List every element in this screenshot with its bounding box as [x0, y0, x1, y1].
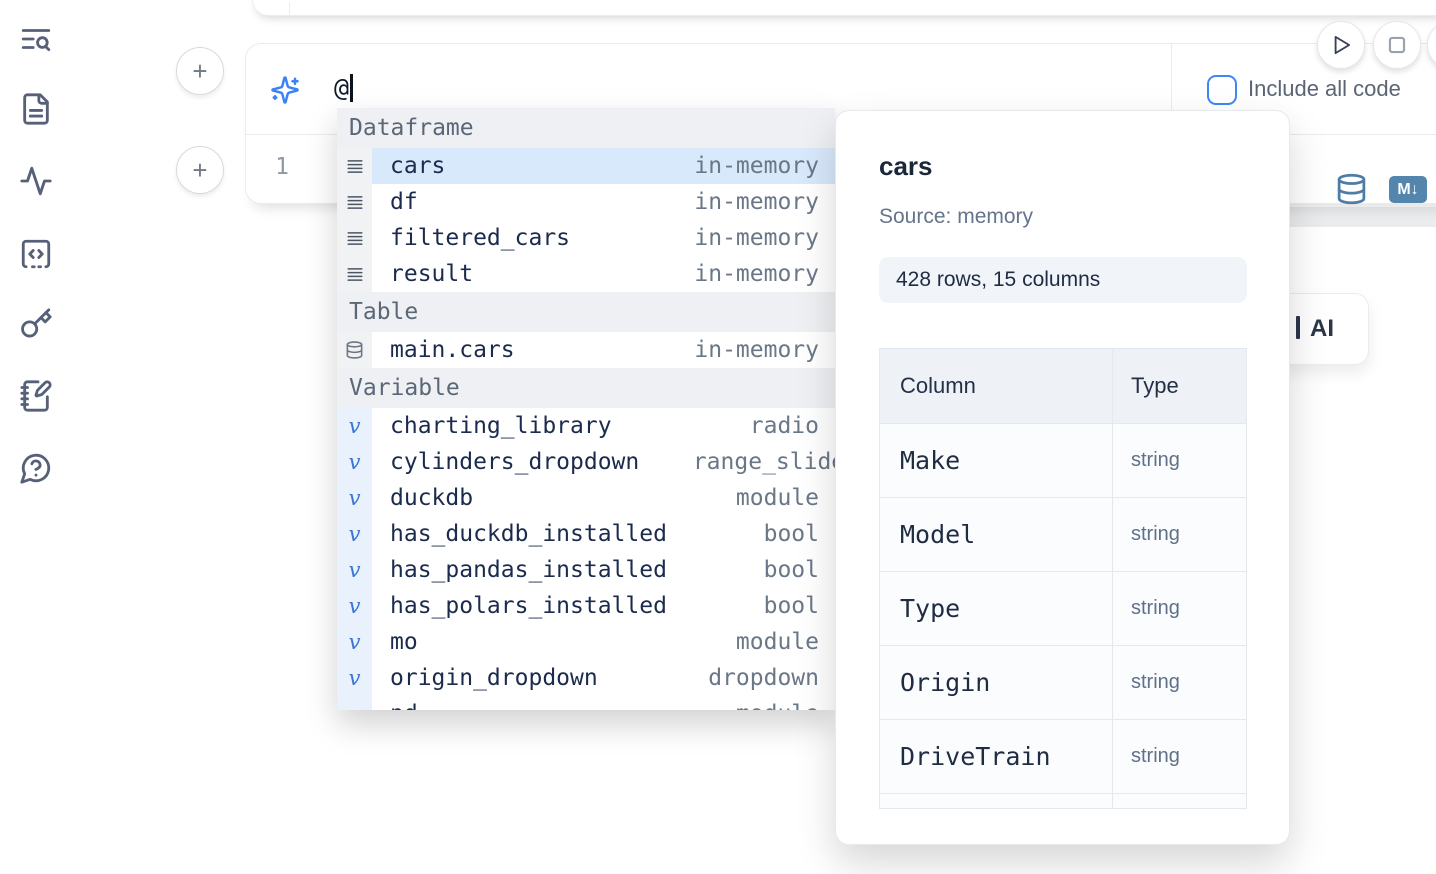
item-type: in-memory [694, 153, 819, 179]
autocomplete-item-cylinders_dropdown[interactable]: v cylinders_dropdown range_slider [337, 444, 835, 480]
variable-icon: v [337, 696, 372, 710]
preview-table-row-partial [880, 793, 1246, 808]
activity-icon[interactable] [19, 164, 53, 198]
variable-icon: v [337, 624, 372, 660]
rows-icon [337, 184, 372, 220]
line-number: 1 [275, 154, 289, 180]
item-type: in-memory [694, 261, 819, 287]
text-cursor [350, 74, 353, 102]
file-text-icon[interactable] [19, 92, 53, 126]
item-name: has_polars_installed [390, 593, 667, 619]
autocomplete-item-df[interactable]: df in-memory [337, 184, 835, 220]
item-type: range_slider [692, 449, 835, 475]
item-type: bool [763, 593, 819, 619]
rows-icon [337, 256, 372, 292]
include-all-code-checkbox[interactable] [1207, 75, 1237, 105]
item-type: in-memory [694, 189, 819, 215]
ai-prompt-input[interactable]: @ [334, 44, 353, 134]
autocomplete-item-charting_library[interactable]: v charting_library radio [337, 408, 835, 444]
database-small-icon [337, 332, 372, 368]
item-name: duckdb [390, 485, 474, 511]
variable-icon: v [337, 588, 372, 624]
autocomplete-item-has_polars_installed[interactable]: v has_polars_installed bool [337, 588, 835, 624]
item-name: has_pandas_installed [390, 557, 667, 583]
autocomplete-item-filtered_cars[interactable]: filtered_cars in-memory [337, 220, 835, 256]
ai-button-label: AI [1310, 315, 1334, 342]
add-cell-button-bottom[interactable]: + [176, 146, 224, 194]
sparkles-icon [270, 75, 300, 105]
autocomplete-section-header: Table [337, 292, 835, 332]
item-name: result [390, 261, 474, 287]
rows-icon [337, 148, 372, 184]
item-name: main.cars [390, 337, 515, 363]
markdown-icon[interactable]: M↓ [1389, 176, 1427, 203]
autocomplete-item-has_pandas_installed[interactable]: v has_pandas_installed bool [337, 552, 835, 588]
item-name: cylinders_dropdown [390, 449, 640, 475]
autocomplete-item-has_duckdb_installed[interactable]: v has_duckdb_installed bool [337, 516, 835, 552]
key-icon[interactable] [19, 307, 53, 341]
item-type: bool [763, 557, 819, 583]
item-type: radio [749, 413, 819, 439]
variable-icon: v [337, 660, 372, 696]
notebook-pen-icon[interactable] [19, 379, 53, 413]
autocomplete-section-header: Dataframe [337, 108, 835, 148]
item-name: df [390, 189, 418, 215]
stop-button[interactable] [1373, 21, 1421, 69]
autocomplete-item-pd[interactable]: vpd module [337, 696, 835, 710]
variable-icon: v [337, 444, 372, 480]
autocomplete-item-result[interactable]: result in-memory [337, 256, 835, 292]
variable-icon: v [337, 552, 372, 588]
item-type: in-memory [694, 225, 819, 251]
item-type: in-memory [694, 337, 819, 363]
previous-cell-edge [252, 0, 1436, 16]
text-search-icon[interactable] [19, 22, 53, 56]
clipped-letter [1296, 316, 1300, 339]
add-cell-button-top[interactable]: + [176, 47, 224, 95]
item-type: module [735, 485, 819, 511]
item-type: bool [763, 521, 819, 547]
item-type: module [735, 629, 819, 655]
include-all-code-section: Include all code [1171, 44, 1436, 134]
preview-table-header: Column Type [880, 349, 1246, 423]
item-type: module [736, 696, 835, 710]
item-name: pd [372, 696, 418, 710]
column-header: Column [880, 349, 1113, 423]
variable-icon: v [337, 516, 372, 552]
item-type: dropdown [708, 665, 819, 691]
autocomplete-item-main.cars[interactable]: main.cars in-memory [337, 332, 835, 368]
rows-icon [337, 220, 372, 256]
item-name: mo [390, 629, 418, 655]
preview-source: Source: memory [879, 205, 1034, 228]
dataframe-preview-panel: cars Source: memory 428 rows, 15 columns… [835, 110, 1290, 845]
item-name: cars [390, 153, 446, 179]
item-name: origin_dropdown [390, 665, 598, 691]
type-header: Type [1131, 373, 1179, 398]
database-icon[interactable] [1335, 172, 1368, 206]
preview-title: cars [879, 151, 933, 181]
code-editor-row[interactable]: 1 [246, 134, 1436, 202]
help-circle-icon[interactable] [19, 451, 53, 485]
include-all-code-label: Include all code [1248, 76, 1401, 101]
code-square-icon[interactable] [19, 237, 53, 271]
variable-icon: v [337, 408, 372, 444]
item-name: filtered_cars [390, 225, 571, 251]
run-cell-button[interactable] [1317, 21, 1365, 69]
item-name: charting_library [390, 413, 612, 439]
autocomplete-section-header: Variable [337, 368, 835, 408]
item-name: has_duckdb_installed [390, 521, 667, 547]
autocomplete-item-cars[interactable]: cars in-memory [337, 148, 835, 184]
preview-stats-badge: 428 rows, 15 columns [879, 257, 1247, 303]
autocomplete-item-origin_dropdown[interactable]: v origin_dropdown dropdown [337, 660, 835, 696]
variable-icon: v [337, 480, 372, 516]
